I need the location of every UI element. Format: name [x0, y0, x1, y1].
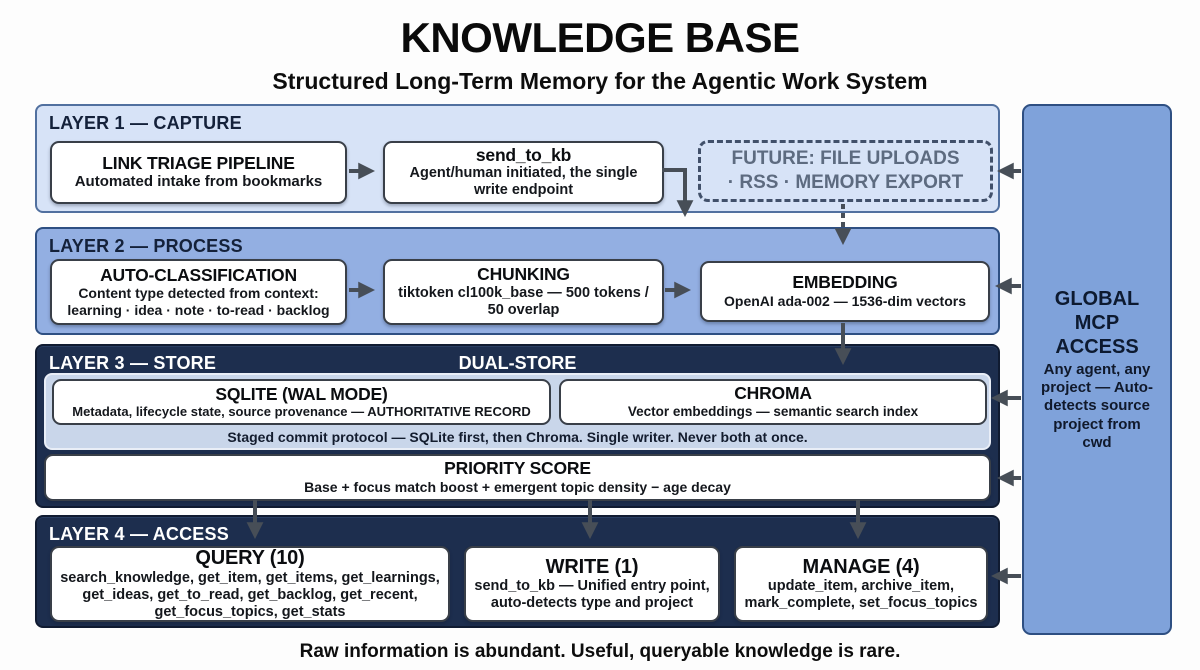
chunking-title: CHUNKING	[477, 264, 570, 285]
page-subtitle: Structured Long-Term Memory for the Agen…	[272, 68, 928, 94]
sqlite-title: SQLITE (WAL MODE)	[215, 383, 388, 404]
link-triage-subtitle: Automated intake from bookmarks	[74, 173, 323, 191]
link-triage-pipeline-box: LINK TRIAGE PIPELINE Automated intake fr…	[50, 141, 347, 204]
global-mcp-access-body: Any agent, any project — Auto-detects so…	[1041, 360, 1153, 451]
send-to-kb-box: send_to_kb Agent/human initiated, the si…	[383, 141, 664, 204]
chunking-subtitle: tiktoken cl100k_base — 500 tokens / 50 o…	[398, 284, 649, 318]
footer-caption: Raw information is abundant. Useful, que…	[299, 641, 901, 662]
auto-classification-box: AUTO-CLASSIFICATION Content type detecte…	[50, 259, 347, 325]
chroma-title: CHROMA	[734, 383, 812, 404]
write-subtitle: send_to_kb — Unified entry point, auto-d…	[474, 578, 710, 612]
layer-3-header: LAYER 3 — STORE	[49, 353, 217, 373]
layer-2-process: LAYER 2 — PROCESS AUTO-CLASSIFICATION Co…	[35, 227, 1000, 335]
sqlite-subtitle: Metadata, lifecycle state, source proven…	[72, 404, 531, 420]
page-title: KNOWLEDGE BASE	[400, 14, 800, 61]
layer-2-header: LAYER 2 — PROCESS	[49, 236, 243, 256]
layer-1-capture: LAYER 1 — CAPTURE LINK TRIAGE PIPELINE A…	[35, 104, 1000, 213]
write-title: WRITE (1)	[545, 555, 639, 578]
sqlite-box: SQLITE (WAL MODE) Metadata, lifecycle st…	[52, 379, 551, 425]
manage-box: MANAGE (4) update_item, archive_item, ma…	[734, 546, 988, 622]
send-to-kb-subtitle: Agent/human initiated, the single write …	[409, 165, 638, 199]
chroma-box: CHROMA Vector embeddings — semantic sear…	[559, 379, 987, 425]
layer-3-store: LAYER 3 — STORE DUAL-STORE SQLITE (WAL M…	[35, 344, 1000, 508]
global-mcp-access-title: GLOBAL MCP ACCESS	[1054, 287, 1140, 358]
staged-commit-note: Staged commit protocol — SQLite first, t…	[227, 429, 808, 445]
layer-4-access: LAYER 4 — ACCESS QUERY (10) search_knowl…	[35, 515, 1000, 628]
manage-title: MANAGE (4)	[802, 555, 920, 578]
dual-store-label: DUAL-STORE	[458, 353, 577, 373]
embedding-title: EMBEDDING	[792, 272, 898, 293]
query-title: QUERY (10)	[195, 547, 305, 570]
manage-subtitle: update_item, archive_item, mark_complete…	[744, 578, 978, 612]
auto-classification-subtitle: Content type detected from context: lear…	[67, 285, 330, 318]
priority-score-box: PRIORITY SCORE Base + focus match boost …	[44, 454, 991, 501]
priority-score-subtitle: Base + focus match boost + emergent topi…	[304, 479, 731, 496]
embedding-box: EMBEDDING OpenAI ada-002 — 1536-dim vect…	[700, 261, 990, 322]
layer-4-header: LAYER 4 — ACCESS	[49, 524, 229, 544]
link-triage-title: LINK TRIAGE PIPELINE	[102, 152, 295, 173]
future-uploads-box: FUTURE: FILE UPLOADS · RSS · MEMORY EXPO…	[698, 140, 993, 202]
future-uploads-label: FUTURE: FILE UPLOADS · RSS · MEMORY EXPO…	[727, 148, 964, 193]
query-box: QUERY (10) search_knowledge, get_item, g…	[50, 546, 450, 622]
embedding-subtitle: OpenAI ada-002 — 1536-dim vectors	[724, 293, 966, 310]
send-to-kb-title: send_to_kb	[475, 144, 572, 165]
chunking-box: CHUNKING tiktoken cl100k_base — 500 toke…	[383, 259, 664, 325]
chroma-subtitle: Vector embeddings — semantic search inde…	[627, 403, 919, 419]
auto-classification-title: AUTO-CLASSIFICATION	[100, 264, 297, 285]
priority-score-title: PRIORITY SCORE	[444, 458, 591, 479]
query-subtitle: search_knowledge, get_item, get_items, g…	[60, 569, 440, 620]
global-mcp-access-panel: GLOBAL MCP ACCESS Any agent, any project…	[1022, 104, 1172, 635]
dual-store-panel: SQLITE (WAL MODE) Metadata, lifecycle st…	[44, 373, 991, 450]
layer-1-header: LAYER 1 — CAPTURE	[49, 113, 242, 133]
write-box: WRITE (1) send_to_kb — Unified entry poi…	[464, 546, 720, 622]
